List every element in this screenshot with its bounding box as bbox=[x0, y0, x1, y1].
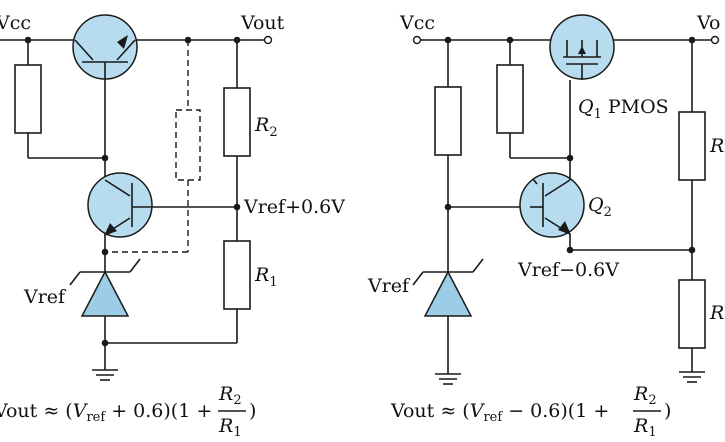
junction-dot bbox=[101, 339, 109, 347]
svg-text:): ) bbox=[249, 400, 256, 422]
right-vout-label: Vo bbox=[696, 12, 720, 34]
right-r1-label: R bbox=[709, 302, 724, 324]
junction-dot bbox=[506, 36, 514, 44]
left-r1-resistor bbox=[223, 240, 251, 310]
right-ground-symbol-left bbox=[435, 373, 461, 385]
junction-dot bbox=[101, 248, 109, 256]
junction-dot bbox=[566, 154, 574, 162]
left-pullup-resistor bbox=[14, 64, 42, 134]
left-vcc-label: Vcc bbox=[0, 12, 31, 34]
right-vcc-label: Vcc bbox=[399, 12, 435, 34]
svg-text:R2: R2 bbox=[633, 383, 657, 408]
right-r1-resistor bbox=[678, 279, 706, 349]
left-formula: Vout ≈ (Vref + 0.6)(1 + R2 R1 ) bbox=[0, 383, 256, 440]
right-q1-pmos bbox=[549, 14, 615, 80]
junction-dot bbox=[566, 246, 574, 254]
right-node-voltage-label: Vref−0.6V bbox=[517, 259, 619, 281]
right-gate-resistor bbox=[496, 64, 524, 134]
right-r2-resistor bbox=[678, 111, 706, 181]
left-driver-transistor bbox=[87, 172, 185, 238]
junction-dot bbox=[688, 246, 696, 254]
left-vref-label: Vref bbox=[23, 286, 67, 308]
left-r1-label: R1 bbox=[254, 264, 278, 290]
junction-dot bbox=[688, 36, 696, 44]
right-ground-symbol-right bbox=[679, 371, 705, 383]
right-vref-label: Vref bbox=[367, 275, 411, 297]
junction-dot bbox=[444, 203, 452, 211]
left-r2-label: R2 bbox=[254, 114, 278, 140]
left-ground-symbol bbox=[92, 369, 118, 381]
junction-dot bbox=[233, 36, 241, 44]
svg-text:Vout ≈ (Vref + 0.6)(1 +: Vout ≈ (Vref + 0.6)(1 + bbox=[0, 400, 212, 425]
right-vout-terminal bbox=[710, 35, 720, 45]
junction-dot bbox=[24, 36, 32, 44]
left-circuit: Vcc Vout R2 Vref+0.6V R1 Vref Vout ≈ (Vr… bbox=[0, 12, 345, 440]
junction-dot bbox=[233, 203, 241, 211]
right-bias-resistor bbox=[434, 86, 462, 156]
svg-text:R1: R1 bbox=[218, 415, 242, 440]
junction-dot bbox=[184, 36, 192, 44]
left-node-voltage-label: Vref+0.6V bbox=[243, 196, 345, 218]
left-pass-transistor bbox=[72, 14, 138, 80]
svg-text:): ) bbox=[664, 400, 671, 422]
junction-dot bbox=[444, 36, 452, 44]
right-r2-label: R bbox=[709, 135, 724, 157]
svg-text:R2: R2 bbox=[218, 383, 242, 408]
left-vout-label: Vout bbox=[240, 12, 285, 34]
left-r2-resistor bbox=[223, 87, 251, 157]
right-q2-transistor bbox=[519, 172, 585, 238]
right-formula: Vout ≈ (Vref − 0.6)(1 + R2 R1 ) bbox=[390, 383, 671, 440]
junction-dot bbox=[101, 154, 109, 162]
right-q2-label: Q2 bbox=[588, 194, 612, 220]
svg-text:Vout ≈ (Vref − 0.6)(1 +: Vout ≈ (Vref − 0.6)(1 + bbox=[390, 400, 609, 425]
left-optional-resistor bbox=[105, 40, 201, 253]
left-vout-terminal bbox=[263, 35, 273, 45]
svg-text:R1: R1 bbox=[633, 415, 657, 440]
right-vcc-terminal bbox=[412, 35, 422, 45]
